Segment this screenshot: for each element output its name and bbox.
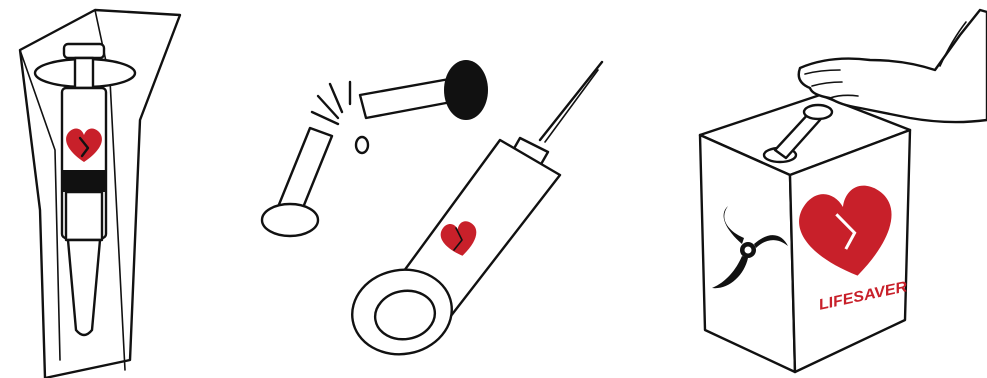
panel-1-syringe-in-wrapper xyxy=(18,8,182,378)
needle-shield xyxy=(66,238,102,337)
snap-lines xyxy=(310,80,352,126)
plunger-rod-bottom xyxy=(260,126,334,238)
biohazard-icon xyxy=(712,206,788,289)
syringe-in-slot xyxy=(762,103,834,164)
plunger-rod-top xyxy=(358,60,488,120)
gloved-hand xyxy=(797,8,987,124)
plunger-cap xyxy=(62,42,106,60)
panel-3-sharps-box: LIFESAVER xyxy=(698,8,987,374)
syringe-body xyxy=(351,60,604,356)
panel-2-broken-plunger xyxy=(260,60,604,356)
plunger-stopper xyxy=(62,170,106,192)
